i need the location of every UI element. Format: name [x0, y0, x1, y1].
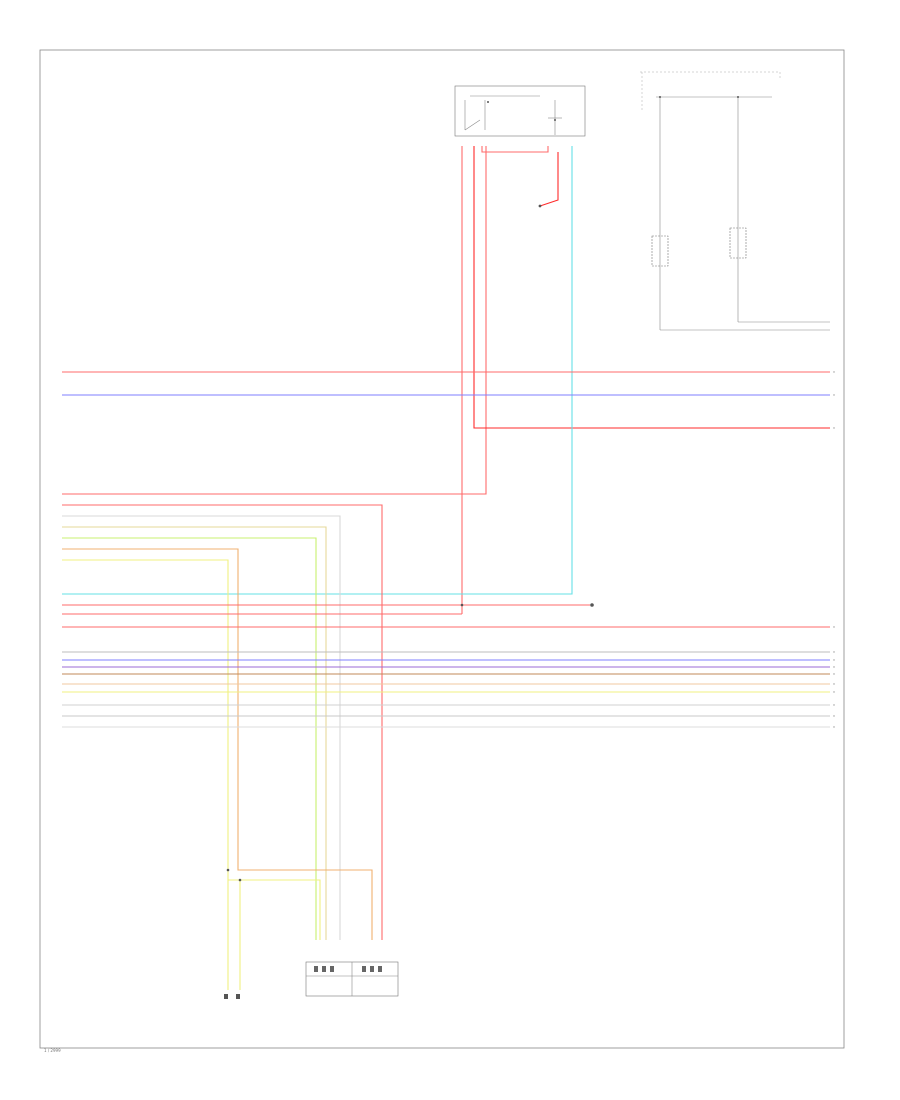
relay-box: [454, 85, 586, 137]
ground-point-2: [590, 603, 594, 607]
fuse-block: [640, 71, 830, 331]
wire-tan-to-dash: [62, 526, 327, 940]
wire-red-to-dash: [62, 504, 383, 940]
relay-red-vertical-3: [473, 146, 830, 429]
relay-to-ground-wire: [539, 152, 559, 207]
sensor-left: [224, 994, 240, 999]
footer-code: 1 / 2999: [44, 1048, 61, 1053]
splice-dot-3: [460, 603, 464, 607]
relay-output-wire: [481, 146, 549, 153]
wire-yellow-branch: [228, 879, 321, 940]
wire-yellow-to-sensor: [62, 559, 229, 990]
wire-greenyellow-to-dash: [62, 537, 317, 940]
splice-dot-2: [238, 878, 242, 882]
wire-orange-to-sensor: [62, 548, 373, 940]
dashboard-connector: [305, 961, 399, 997]
diagram-frame: [39, 49, 845, 1049]
wire-gray-to-dash: [62, 515, 341, 940]
splice-dot-1: [226, 868, 230, 872]
relay-red-vertical-2: [62, 146, 487, 495]
right-edge-pins: [833, 371, 835, 728]
relay-ground-point: [538, 204, 542, 208]
relay-cyan-vertical: [62, 146, 573, 595]
